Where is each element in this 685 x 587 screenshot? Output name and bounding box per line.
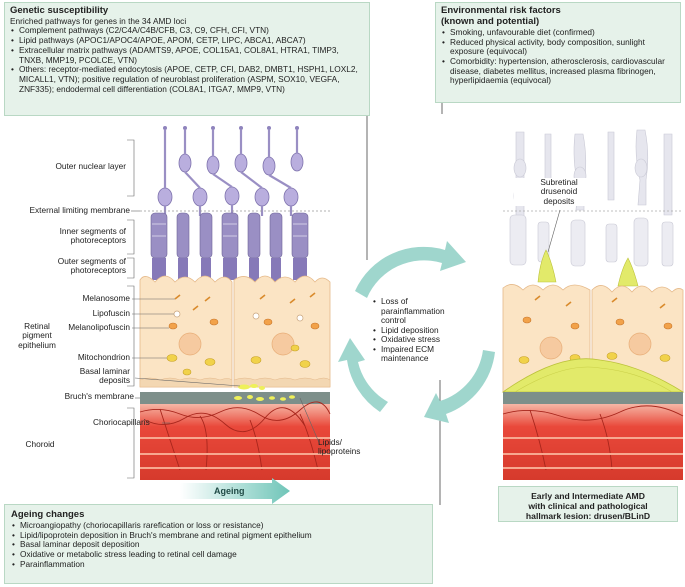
label-outer-nuclear-layer: Outer nuclear layer xyxy=(55,161,126,171)
cycle-arrows xyxy=(338,241,495,423)
ageing-changes-box: Ageing changes Microangiopathy (chorioca… xyxy=(4,504,433,584)
left-retina xyxy=(127,126,331,504)
genetic-list: Complement pathways (C2/C4A/C4B/CFB, C3,… xyxy=(10,26,364,94)
genetic-subtitle: Enriched pathways for genes in the 34 AM… xyxy=(10,15,187,26)
environmental-risk-box: Environmental risk factors (known and po… xyxy=(435,2,681,103)
label-melanosome: Melanosome xyxy=(82,293,130,303)
list-item: Basal laminar deposit deposition xyxy=(12,540,426,550)
right-retina xyxy=(501,129,685,480)
label-choroid: Choroid xyxy=(25,439,55,449)
drusen-deposit xyxy=(501,358,685,393)
label-bruchs-membrane: Bruch's membrane xyxy=(64,391,134,401)
label-choriocapillaris: Choriocapillaris xyxy=(93,417,150,427)
list-item: Others: receptor-mediated endocytosis (A… xyxy=(11,64,364,94)
list-item: Loss of parainflammation control xyxy=(373,296,468,326)
genetic-title: Genetic susceptibility xyxy=(10,5,109,16)
label-mitochondrion: Mitochondrion xyxy=(77,352,130,362)
label-melanolipofuscin: Melanolipofuscin xyxy=(68,322,130,332)
early-amd-box: Early and Intermediate AMD with clinical… xyxy=(498,486,678,522)
env-list: Smoking, unfavourable diet (confirmed) R… xyxy=(441,27,675,86)
list-item: Microangiopathy (choriocapillaris rarefi… xyxy=(12,520,426,531)
list-item: Oxidative stress xyxy=(373,335,468,345)
label-lipids-lipoproteins: Lipids/lipoproteins xyxy=(318,437,361,457)
env-title-line1: Environmental risk factors xyxy=(441,5,561,16)
list-item: Lipid deposition xyxy=(373,325,468,336)
list-item: Reduced physical activity, body composit… xyxy=(442,37,675,57)
list-item: Oxidative or metabolic stress leading to… xyxy=(12,549,426,560)
subretinal-drusenoid-deposits xyxy=(537,249,639,287)
list-item: Lipid pathways (APOC1/APOC4/APOE, APOM, … xyxy=(11,35,364,46)
label-external-limiting-membrane: External limiting membrane xyxy=(29,205,130,215)
ageing-arrow-label: Ageing xyxy=(214,486,245,496)
ageing-list: Microangiopathy (choriocapillaris rarefi… xyxy=(11,520,426,570)
rpe-cells xyxy=(139,275,331,388)
list-item: Parainflammation xyxy=(12,559,426,570)
list-item: Complement pathways (C2/C4A/C4B/CFB, C3,… xyxy=(11,26,364,36)
cycle-list: Loss of parainflammation control Lipid d… xyxy=(372,296,468,364)
env-title-line2: (known and potential) xyxy=(441,15,540,27)
list-item: Lipid/lipoprotein deposition in Bruch's … xyxy=(12,530,426,541)
list-item: Impaired ECM maintenance xyxy=(373,344,468,364)
ageing-title: Ageing changes xyxy=(11,509,85,520)
genetic-susceptibility-box: Genetic susceptibility Enriched pathways… xyxy=(4,2,370,116)
label-lipofuscin: Lipofuscin xyxy=(92,308,130,318)
list-item: Smoking, unfavourable diet (confirmed) xyxy=(442,27,675,38)
photoreceptor-nuclei xyxy=(157,126,304,216)
ageing-arrow xyxy=(180,478,290,504)
list-item: Extracellular matrix pathways (ADAMTS9, … xyxy=(11,45,364,65)
early-amd-line1: Early and Intermediate AMD xyxy=(531,491,645,501)
inner-segments xyxy=(150,212,309,259)
list-item: Comorbidity: hypertension, atheroscleros… xyxy=(442,56,675,86)
early-amd-line2: with clinical and pathological xyxy=(528,501,648,512)
early-amd-line3: hallmark lesion: drusen/BLinD xyxy=(525,511,651,522)
outer-segments xyxy=(152,258,307,282)
basal-laminar-deposits xyxy=(238,384,265,390)
